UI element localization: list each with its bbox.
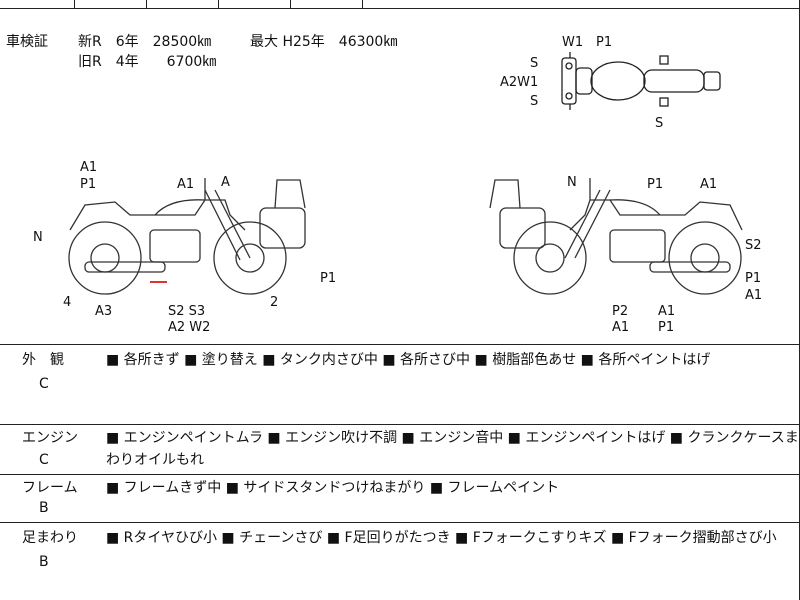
section-divider	[0, 424, 800, 425]
motorcycle-left-view	[68, 178, 306, 295]
left-label-n: N	[33, 230, 43, 245]
section-exterior-notes: ■ 各所きず ■ 塗り替え ■ タンク内さび中 ■ 各所さび中 ■ 樹脂部色あせ…	[106, 352, 711, 368]
left-label-p1-top: P1	[80, 177, 97, 192]
left-label-two: 2	[270, 295, 279, 310]
right-label-a1-wheel: A1	[745, 288, 763, 303]
right-label-a1-top: A1	[700, 177, 718, 192]
right-label-a1-mid: A1	[658, 304, 676, 319]
inspection-max: 最大 H25年 46300㎞	[250, 34, 398, 50]
top-table-divider	[74, 0, 75, 8]
section-engine-grade: C	[39, 452, 49, 468]
top-table-divider	[290, 0, 291, 8]
section-suspension-notes: ■ Rタイヤひび小 ■ チェーンさび ■ F足回りがたつき ■ Fフォークこすり…	[106, 530, 777, 546]
right-label-p1: P1	[647, 177, 664, 192]
section-engine-notes-cont: わりオイルもれ	[106, 452, 204, 468]
top-label-p1: P1	[596, 35, 613, 50]
right-label-p2: P2	[612, 304, 629, 319]
section-frame-grade: B	[39, 500, 49, 516]
top-label-a2w1: A2W1	[500, 75, 539, 90]
section-engine-notes: ■ エンジンペイントムラ ■ エンジン吹け不調 ■ エンジン音中 ■ エンジンペ…	[106, 430, 799, 446]
inspection-new: 新R 6年 28500㎞	[78, 34, 212, 50]
inspection-old: 旧R 4年 6700㎞	[78, 54, 217, 70]
section-exterior-title: 外 観	[22, 352, 64, 368]
top-label-s-lower: S	[530, 94, 539, 109]
left-label-a1-top: A1	[80, 160, 98, 175]
section-frame-title: フレーム	[22, 480, 78, 496]
right-label-n: N	[567, 175, 577, 190]
section-suspension-title: 足まわり	[22, 530, 78, 546]
section-suspension-grade: B	[39, 554, 49, 570]
top-label-s-rear: S	[655, 116, 664, 131]
left-label-p1-wheel: P1	[320, 271, 337, 286]
left-label-a3: A3	[95, 304, 113, 319]
top-label-w1: W1	[562, 35, 584, 50]
left-label-a1-tank: A1	[177, 177, 195, 192]
left-label-four: 4	[63, 295, 72, 310]
top-table-divider	[218, 0, 219, 8]
top-table-divider	[146, 0, 147, 8]
top-table-bottom-border	[0, 8, 800, 9]
right-label-a1-under-p2: A1	[612, 320, 630, 335]
inspection-label: 車検証	[6, 34, 48, 50]
motorcycle-top-view	[561, 52, 721, 110]
section-divider	[0, 522, 800, 523]
right-label-s2: S2	[745, 238, 762, 253]
right-label-p1-mid: P1	[658, 320, 675, 335]
left-label-a: A	[221, 175, 230, 190]
section-engine-title: エンジン	[22, 430, 78, 446]
section-frame-notes: ■ フレームきず中 ■ サイドスタンドつけねまがり ■ フレームペイント	[106, 480, 560, 496]
top-label-s-upper: S	[530, 56, 539, 71]
motorcycle-right-view	[489, 178, 743, 295]
section-divider	[0, 474, 800, 475]
right-label-p1-wheel: P1	[745, 271, 762, 286]
left-label-a2w2: A2 W2	[168, 320, 211, 335]
top-table-divider	[362, 0, 363, 8]
section-exterior-grade: C	[39, 376, 49, 392]
left-label-s2s3: S2 S3	[168, 304, 206, 319]
section-divider	[0, 344, 800, 345]
